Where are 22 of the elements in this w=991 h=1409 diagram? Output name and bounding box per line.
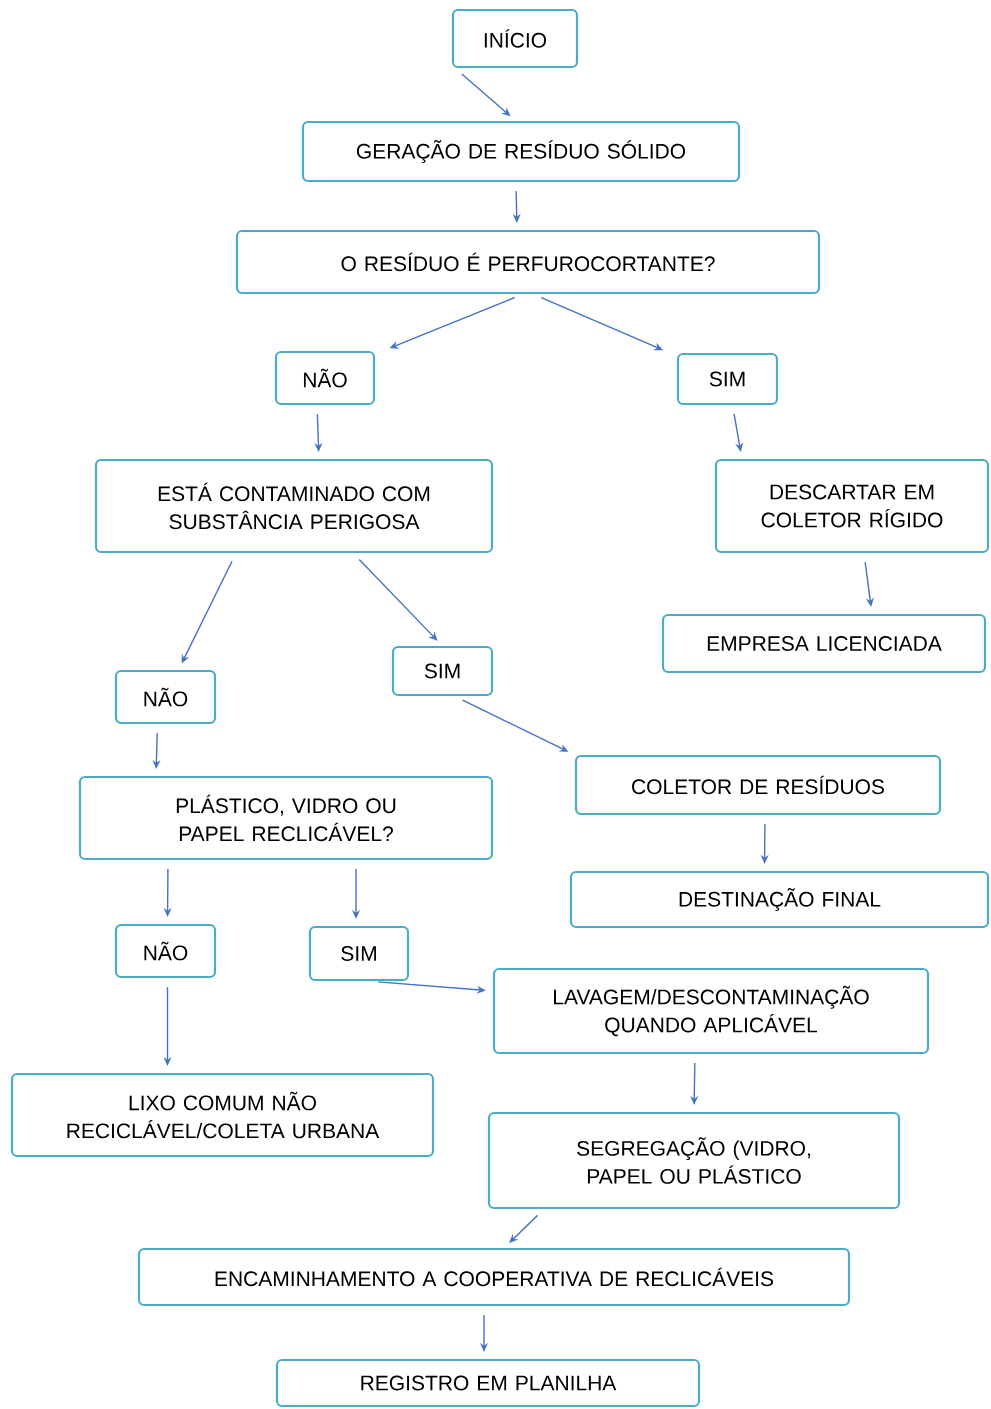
process-box: O RESÍDUO É PERFUROCORTANTE? bbox=[235, 229, 821, 295]
process-box: PLÁSTICO, VIDRO OU PAPEL RECLICÁVEL? bbox=[78, 775, 494, 861]
process-box: LIXO COMUM NÃO RECICLÁVEL/COLETA URBANA bbox=[10, 1072, 435, 1158]
process-box: GERAÇÃO DE RESÍDUO SÓLIDO bbox=[301, 120, 741, 183]
process-box: SEGREGAÇÃO (VIDRO, PAPEL OU PLÁSTICO bbox=[487, 1111, 901, 1210]
arrow bbox=[358, 558, 438, 641]
process-box: NÃO bbox=[114, 923, 217, 979]
process-box: INÍCIO bbox=[451, 8, 579, 69]
process-box: COLETOR DE RESÍDUOS bbox=[574, 754, 942, 816]
process-box: LAVAGEM/DESCONTAMINAÇÃO QUANDO APLICÁVEL bbox=[492, 967, 930, 1055]
process-box: REGISTRO EM PLANILHA bbox=[275, 1358, 701, 1408]
process-box: ENCAMINHAMENTO A COOPERATIVA DE RECLICÁVEIS bbox=[137, 1247, 851, 1307]
process-box: EMPRESA LICENCIADA bbox=[661, 613, 987, 674]
process-box: DESTINAÇÃO FINAL bbox=[569, 870, 990, 929]
process-box: NÃO bbox=[274, 350, 376, 406]
process-box: SIM bbox=[308, 925, 410, 982]
process-box: SIM bbox=[391, 645, 494, 697]
arrow bbox=[509, 1214, 539, 1243]
process-box: ESTÁ CONTAMINADO COM SUBSTÂNCIA PERIGOSA bbox=[94, 458, 494, 554]
process-box: SIM bbox=[676, 352, 779, 406]
process-box: DESCARTAR EM COLETOR RÍGIDO bbox=[714, 458, 990, 554]
process-box: NÃO bbox=[114, 669, 217, 725]
